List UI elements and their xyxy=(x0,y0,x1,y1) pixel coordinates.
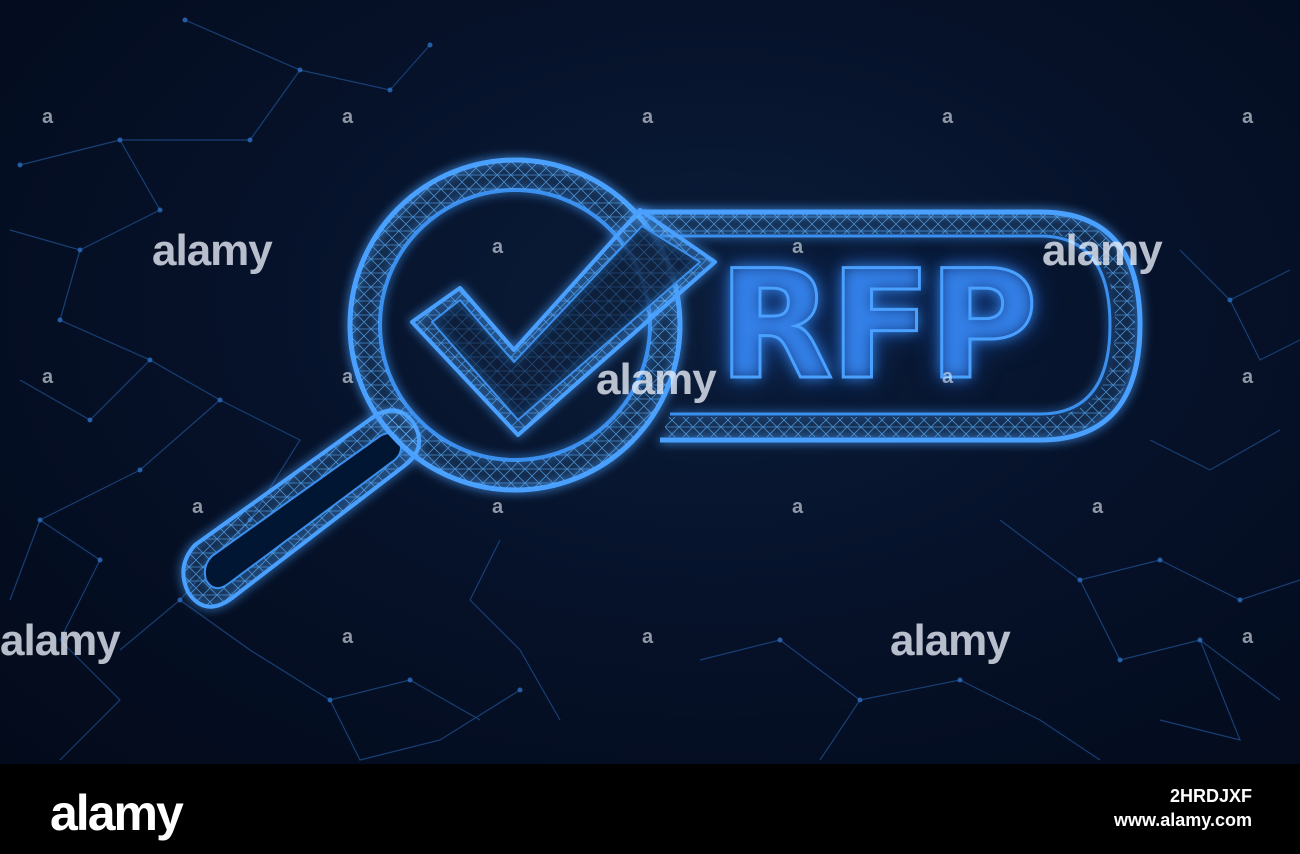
watermark: alamy xyxy=(0,616,121,665)
alamy-logo: alamy xyxy=(50,785,184,841)
rfp-headline: RFP xyxy=(717,238,1040,415)
watermark-mark: a xyxy=(942,366,953,388)
watermark-mark: a xyxy=(942,106,953,128)
magnifying-glass-icon xyxy=(181,157,1143,609)
watermark-mark: a xyxy=(642,626,653,648)
watermark-mark: a xyxy=(342,366,353,388)
watermark: alamy xyxy=(890,616,1011,665)
watermark-mark: a xyxy=(642,106,653,128)
watermark-mark: a xyxy=(1092,496,1103,518)
watermark-mark: a xyxy=(42,366,53,388)
watermark-mark: a xyxy=(1242,366,1253,388)
watermark-mark: a xyxy=(1242,106,1253,128)
watermark-mark: a xyxy=(492,496,503,518)
watermark: alamy xyxy=(152,226,273,275)
watermark: alamy xyxy=(596,355,717,404)
watermark-mark: a xyxy=(792,496,803,518)
site-url: www.alamy.com xyxy=(1113,810,1252,830)
artwork: RFP alamy alamy alamy alamy alamy a a a … xyxy=(0,0,1300,764)
watermark-mark: a xyxy=(492,236,503,258)
network-background xyxy=(9,17,1300,761)
image-id: 2HRDJXF xyxy=(1169,786,1252,806)
check-mark-icon xyxy=(410,208,717,437)
watermark-mark: a xyxy=(342,626,353,648)
watermark-mark: a xyxy=(792,236,803,258)
watermark: alamy xyxy=(1042,226,1163,275)
watermark-mark: a xyxy=(192,496,203,518)
watermark-mark: a xyxy=(42,106,53,128)
footer-bar: alamy 2HRDJXF www.alamy.com xyxy=(0,764,1300,854)
watermark-mark: a xyxy=(342,106,353,128)
watermark-mark: a xyxy=(1242,626,1253,648)
